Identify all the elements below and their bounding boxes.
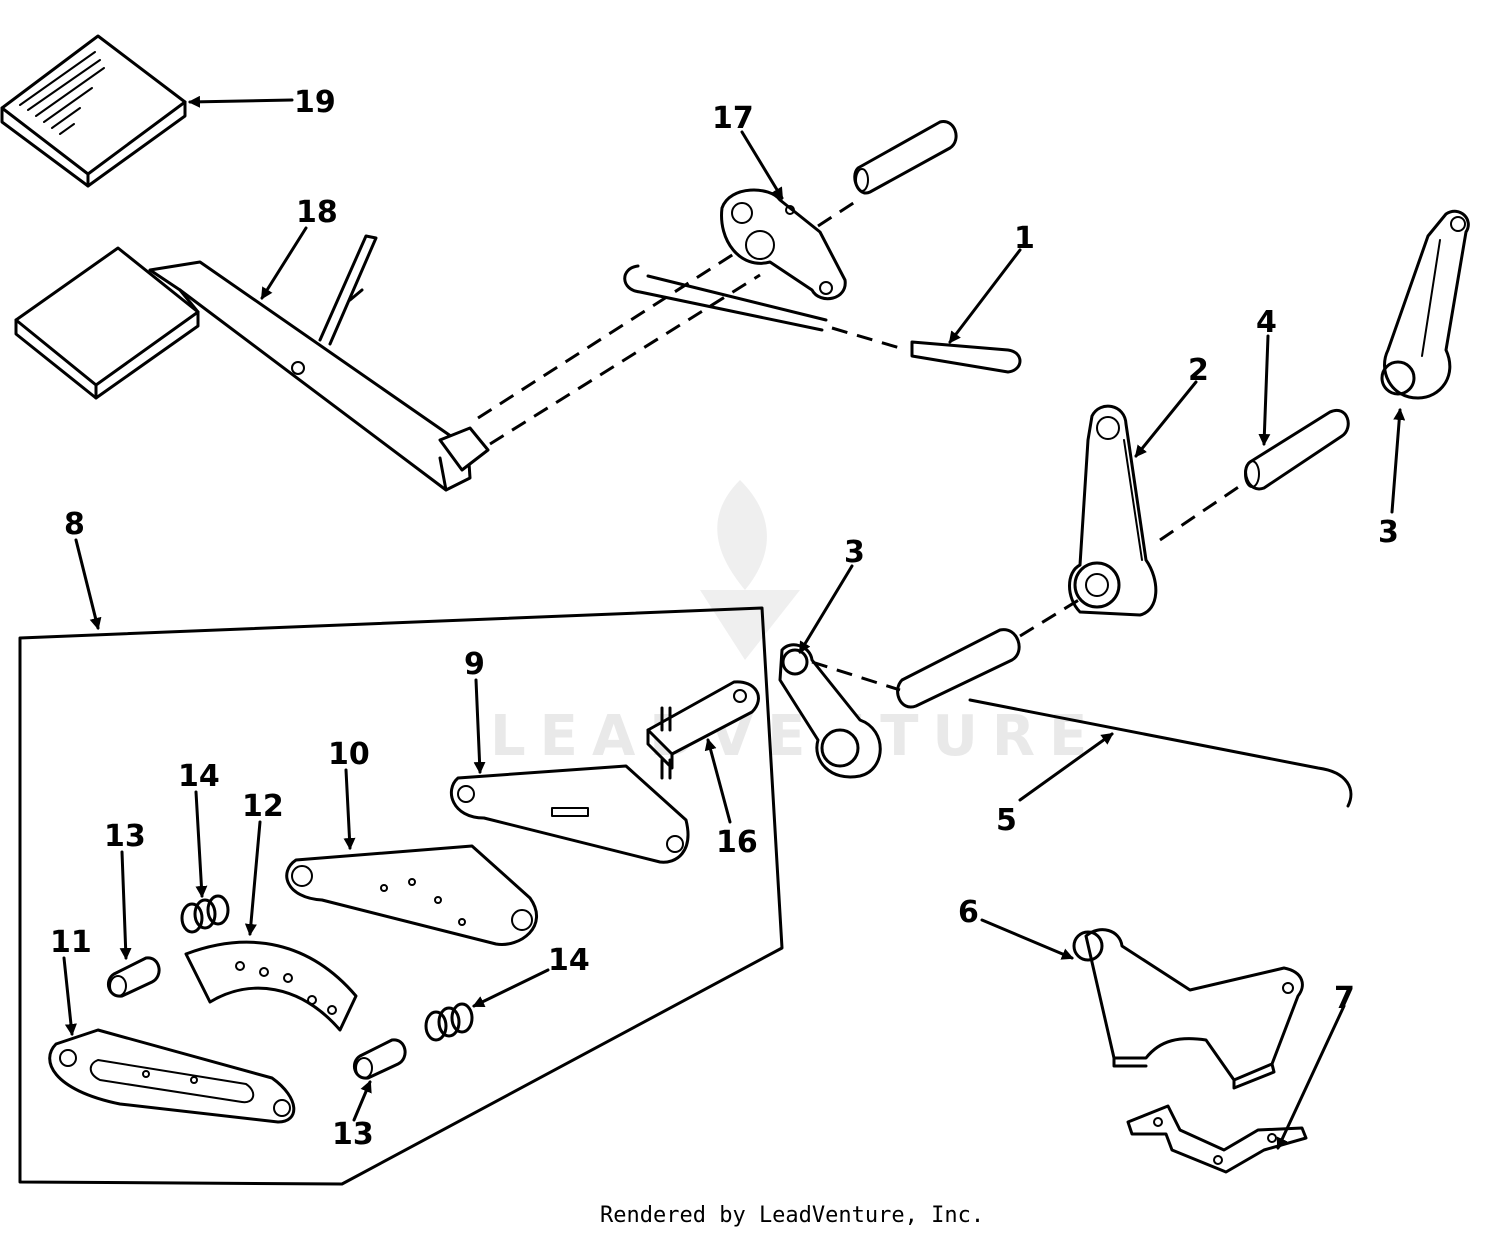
part-5-threaded-rod bbox=[968, 698, 1353, 808]
watermark-text: LEADVENTURE bbox=[490, 704, 1101, 769]
callout-3-left: 3 bbox=[844, 535, 865, 570]
part-3-lever-left bbox=[778, 596, 1083, 779]
callout-17: 17 bbox=[712, 101, 754, 136]
arrow-18 bbox=[260, 226, 308, 300]
callout-12: 12 bbox=[242, 789, 284, 824]
callout-13-upper: 13 bbox=[104, 819, 146, 854]
part-8-kit-outline bbox=[18, 606, 784, 1186]
part-16-bracket bbox=[646, 680, 760, 780]
arrow-11 bbox=[62, 956, 77, 1036]
arrow-6 bbox=[980, 918, 1074, 960]
part-13-pin-lower bbox=[352, 1038, 407, 1080]
callout-11: 11 bbox=[50, 925, 92, 960]
part-11-plate bbox=[48, 1028, 296, 1124]
arrow-5 bbox=[1018, 732, 1114, 802]
arrow-8 bbox=[74, 538, 102, 630]
part-6-bracket bbox=[1072, 928, 1304, 1090]
callout-18: 18 bbox=[296, 195, 338, 230]
arrow-3-right bbox=[1390, 408, 1406, 514]
callout-2: 2 bbox=[1188, 353, 1209, 388]
arrow-9 bbox=[473, 678, 486, 774]
part-2-lever-arm bbox=[1068, 404, 1158, 617]
leader-arrows bbox=[62, 95, 1406, 1150]
part-14-spring-lower bbox=[424, 1002, 474, 1042]
arrow-14-upper bbox=[194, 790, 208, 898]
arrow-2 bbox=[1134, 380, 1198, 458]
arrow-13-lower bbox=[352, 1080, 372, 1122]
callout-1: 1 bbox=[1014, 221, 1035, 256]
callout-19: 19 bbox=[294, 85, 336, 120]
callout-14-upper: 14 bbox=[178, 759, 220, 794]
callout-16: 16 bbox=[716, 825, 758, 860]
callout-7: 7 bbox=[1334, 981, 1355, 1016]
part-19-manual bbox=[0, 34, 187, 188]
part-10-plate bbox=[285, 844, 538, 946]
arrow-16 bbox=[704, 738, 732, 824]
part-1-rod bbox=[623, 264, 1022, 374]
arrow-17 bbox=[740, 130, 784, 200]
render-credit: Rendered by LeadVenture, Inc. bbox=[600, 1203, 984, 1228]
callout-labels: 19 17 18 1 4 2 3 3 8 9 10 14 12 13 11 16… bbox=[50, 85, 1399, 1152]
part-9-plate bbox=[449, 764, 690, 864]
callout-8: 8 bbox=[64, 507, 85, 542]
arrow-3-left bbox=[798, 564, 854, 654]
arrow-13-upper bbox=[119, 850, 132, 960]
part-13-pin-upper bbox=[106, 956, 161, 998]
arrow-7 bbox=[1276, 1004, 1346, 1150]
arrow-4 bbox=[1258, 334, 1271, 446]
callout-6: 6 bbox=[958, 895, 979, 930]
callout-5: 5 bbox=[996, 803, 1017, 838]
callout-10: 10 bbox=[328, 737, 370, 772]
part-14-spring-upper bbox=[180, 894, 230, 934]
callout-14-lower: 14 bbox=[548, 943, 590, 978]
part-18-pedal-arm bbox=[14, 234, 490, 492]
callout-9: 9 bbox=[464, 647, 485, 682]
callout-4: 4 bbox=[1256, 305, 1277, 340]
callout-13-lower: 13 bbox=[332, 1117, 374, 1152]
part-4-pin bbox=[1159, 408, 1350, 542]
arrow-19 bbox=[188, 95, 294, 108]
part-17-bracket bbox=[720, 120, 958, 301]
arrow-12 bbox=[244, 820, 262, 936]
arrow-14-lower bbox=[472, 968, 550, 1008]
part-3-lever-right bbox=[1380, 209, 1470, 400]
arrow-1 bbox=[948, 248, 1022, 344]
part-7-strap bbox=[1126, 1104, 1308, 1174]
watermark: LEADVENTURE bbox=[490, 480, 1101, 769]
part-12-brake-shoe bbox=[184, 940, 358, 1032]
arrow-10 bbox=[343, 768, 356, 850]
callout-3-right: 3 bbox=[1378, 515, 1399, 550]
